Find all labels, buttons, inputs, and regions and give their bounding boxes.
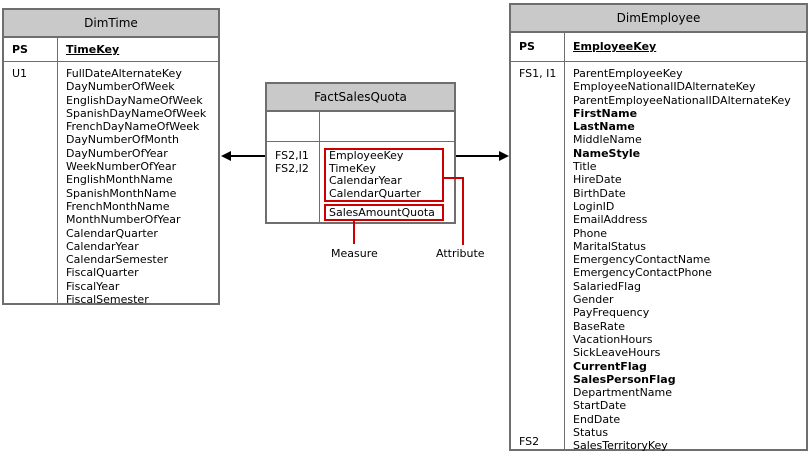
field-parentemployeekey: ParentEmployeeKey [573, 67, 683, 80]
field-hiredate: HireDate [573, 173, 622, 187]
field-namestyle: NameStyle [573, 146, 641, 160]
dimemployee-key-type-label: PS [511, 33, 565, 61]
field-firstname: FirstName [573, 106, 638, 120]
field-daynumberofweek: DayNumberOfWeek [66, 80, 175, 94]
field-employeekey: EmployeeKey [329, 149, 404, 162]
field-salespersonflag: SalesPersonFlag [573, 372, 676, 386]
field-englishdaynameofweek: EnglishDayNameOfWeek [66, 93, 203, 107]
field-frenchdaynameofweek: FrenchDayNameOfWeek [66, 120, 200, 134]
field-calendaryear: CalendarYear [329, 174, 402, 187]
field-monthnumberofyear: MonthNumberOfYear [66, 213, 181, 227]
field-daynumberofyear: DayNumberOfYear [66, 146, 168, 160]
measure-label: Measure [331, 247, 378, 260]
measure-highlight-box: SalesAmountQuota [324, 204, 444, 221]
field-calendarsemester: CalendarSemester [66, 253, 169, 267]
field-fulldatealternatekey: FullDateAlternateKey [66, 67, 182, 80]
factsalesquota-key-1: FS2,I1 [275, 149, 309, 162]
field-salesterritorykey: SalesTerritoryKey [573, 439, 668, 453]
table-dimtime-key-row: PS TimeKey [4, 38, 218, 62]
factsalesquota-empty-field-cell [320, 112, 454, 141]
factsalesquota-empty-row [267, 112, 454, 142]
field-salariedflag: SalariedFlag [573, 279, 641, 293]
table-dimemployee-key-row: PS EmployeeKey [511, 33, 806, 62]
field-phone: Phone [573, 226, 608, 240]
field-emergencycontactphone: EmergencyContactPhone [573, 266, 712, 280]
field-daynumberofmonth: DayNumberOfMonth [66, 133, 179, 147]
table-factsalesquota-title: FactSalesQuota [267, 84, 454, 112]
field-weeknumberofyear: WeekNumberOfYear [66, 160, 177, 174]
table-factsalesquota: FactSalesQuota FS2,I1 FS2,I2 EmployeeKey… [265, 82, 456, 224]
field-calendarquarter: CalendarQuarter [329, 186, 421, 200]
field-payfrequency: PayFrequency [573, 306, 650, 320]
field-startdate: StartDate [573, 399, 627, 413]
attribute-callout-line-horizontal [442, 177, 464, 179]
table-dimtime-title: DimTime [4, 10, 218, 38]
measure-callout-line [353, 221, 355, 244]
field-middlename: MiddleName [573, 133, 642, 147]
relationship-line-dimtime [230, 155, 265, 157]
dimemployee-body-keys: FS1, I1 FS2 [511, 62, 565, 449]
dimemployee-body-key-top: FS1, I1 [519, 67, 557, 80]
field-englishmonthname: EnglishMonthName [66, 173, 173, 187]
dimtime-body-key: U1 [4, 62, 58, 303]
field-sickleavehours: SickLeaveHours [573, 346, 661, 360]
factsalesquota-body-keys: FS2,I1 FS2,I2 [267, 142, 320, 222]
field-employeenationalidalternatekey: EmployeeNationalIDAlternateKey [573, 80, 756, 94]
field-calendarquarter: CalendarQuarter [66, 226, 158, 240]
dimtime-primary-key: TimeKey [66, 42, 120, 56]
dimtime-key-type-label: PS [4, 38, 58, 61]
field-timekey: TimeKey [329, 161, 376, 175]
field-spanishdaynameofweek: SpanishDayNameOfWeek [66, 106, 207, 120]
factsalesquota-empty-key-cell [267, 112, 320, 141]
field-parentemployeenationalidalternatekey: ParentEmployeeNationalIDAlternateKey [573, 93, 791, 107]
field-status: Status [573, 426, 609, 440]
field-calendaryear: CalendarYear [66, 239, 139, 253]
field-emailaddress: EmailAddress [573, 213, 648, 227]
field-enddate: EndDate [573, 412, 621, 426]
dimemployee-primary-key: EmployeeKey [573, 40, 657, 54]
field-loginid: LoginID [573, 199, 615, 213]
table-dimemployee-title: DimEmployee [511, 5, 806, 33]
field-fiscalyear: FiscalYear [66, 279, 120, 293]
field-departmentname: DepartmentName [573, 386, 673, 400]
table-dimtime: DimTime PS TimeKey U1 FullDateAlternateK… [2, 8, 220, 307]
field-spanishmonthname: SpanishMonthName [66, 186, 177, 200]
field-fiscalsemester: FiscalSemester [66, 293, 149, 307]
field-fiscalquarter: FiscalQuarter [66, 266, 139, 280]
field-salesamountquota: SalesAmountQuota [329, 206, 435, 219]
attribute-label: Attribute [436, 247, 485, 260]
field-lastname: LastName [573, 120, 635, 134]
field-vacationhours: VacationHours [573, 332, 653, 346]
table-dimemployee: DimEmployee PS EmployeeKey FS1, I1 FS2 P… [509, 3, 808, 453]
dimemployee-body-key-bottom: FS2 [519, 434, 540, 448]
field-maritalstatus: MaritalStatus [573, 239, 646, 253]
arrowhead-right-icon [499, 151, 509, 161]
field-baserate: BaseRate [573, 319, 626, 333]
field-birthdate: BirthDate [573, 186, 626, 200]
attribute-callout-line-vertical [462, 177, 464, 245]
field-currentflag: CurrentFlag [573, 359, 647, 373]
factsalesquota-key-2: FS2,I2 [275, 162, 309, 176]
field-title: Title [573, 160, 597, 174]
field-gender: Gender [573, 293, 614, 307]
arrowhead-left-icon [221, 151, 231, 161]
relationship-line-dimemployee [456, 155, 500, 157]
field-emergencycontactname: EmergencyContactName [573, 253, 711, 267]
field-frenchmonthname: FrenchMonthName [66, 199, 170, 213]
